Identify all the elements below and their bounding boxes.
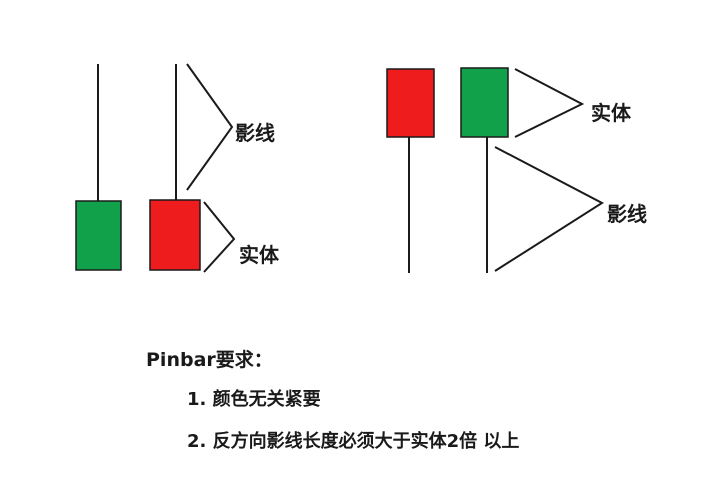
label-body-right: 实体 xyxy=(591,101,632,125)
body-bracket-right xyxy=(514,68,585,138)
body-bracket-left xyxy=(203,201,236,273)
requirements-title: Pinbar要求： xyxy=(146,349,273,371)
shadow-bracket-right xyxy=(494,146,604,272)
requirement-item-1: 1. 颜色无关紧要 xyxy=(187,389,321,410)
label-body-left: 实体 xyxy=(239,243,280,267)
label-shadow-left: 影线 xyxy=(235,121,275,145)
candle-1-body-green xyxy=(75,200,122,271)
shadow-bracket-left xyxy=(186,63,234,191)
requirement-item-2: 2. 反方向影线长度必须大于实体2倍 以上 xyxy=(187,431,520,452)
candle-4-body-green xyxy=(460,67,509,138)
candle-2-body-red xyxy=(149,199,201,271)
label-shadow-right: 影线 xyxy=(607,202,647,226)
candle-3-body-red xyxy=(386,68,435,138)
